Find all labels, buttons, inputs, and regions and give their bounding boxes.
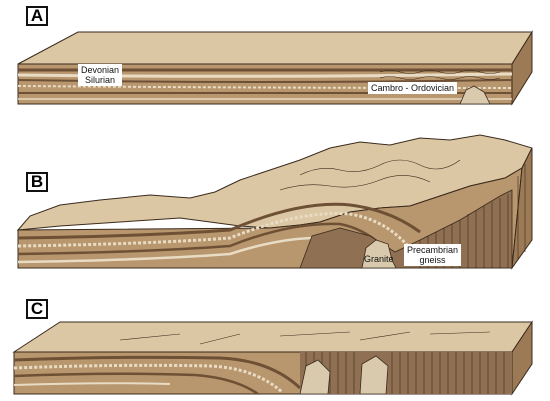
panel-a-stratum-4	[17, 85, 513, 89]
label-granite: Granite	[364, 254, 394, 264]
label-precambrian: Precambrian	[407, 245, 459, 255]
panel-b-ridge-lines	[279, 159, 461, 191]
panel-label-c-text: C	[30, 299, 44, 318]
label-devonian-silurian: Devonian Silurian	[78, 64, 123, 86]
panel-b-fold-1	[17, 202, 421, 240]
panel-c-block	[12, 320, 533, 396]
panel-c-fold-1	[13, 355, 302, 390]
panel-a-side-face	[511, 30, 533, 106]
panel-b-fold-3	[17, 222, 393, 257]
panel-c-gneiss	[300, 352, 512, 394]
panel-a-block	[17, 30, 533, 106]
panel-a-laminations	[379, 70, 501, 80]
panel-a-top-surface	[17, 31, 533, 65]
panel-b-side-face	[511, 147, 533, 270]
panel-label-b-text: B	[30, 172, 44, 191]
panel-label-c: C	[26, 299, 48, 319]
label-precambrian-gneiss: Precambrian gneiss	[404, 244, 462, 266]
label-cambro-ordovician: Cambro - Ordovician	[368, 82, 458, 94]
panel-c-granite-1	[299, 359, 331, 395]
label-silurian: Silurian	[85, 75, 116, 85]
panel-c-fold-2	[13, 363, 283, 394]
panel-c-fold-4	[13, 382, 171, 386]
panel-c-granite-2	[359, 355, 389, 395]
panel-b-fold-2	[17, 212, 410, 248]
panel-b-granite	[361, 239, 397, 269]
label-gneiss: gneiss	[419, 255, 446, 265]
panel-label-a: A	[26, 6, 48, 26]
panel-label-a-text: A	[30, 6, 44, 25]
panel-c-surface-lines	[119, 331, 491, 345]
panel-c-top-surface	[12, 321, 533, 353]
label-cambro-ordovician-text: Cambro - Ordovician	[371, 83, 455, 93]
panel-a-basement	[459, 85, 491, 105]
panel-label-b: B	[26, 172, 48, 192]
panel-c-fold-3	[13, 372, 259, 396]
label-devonian: Devonian	[81, 65, 120, 75]
